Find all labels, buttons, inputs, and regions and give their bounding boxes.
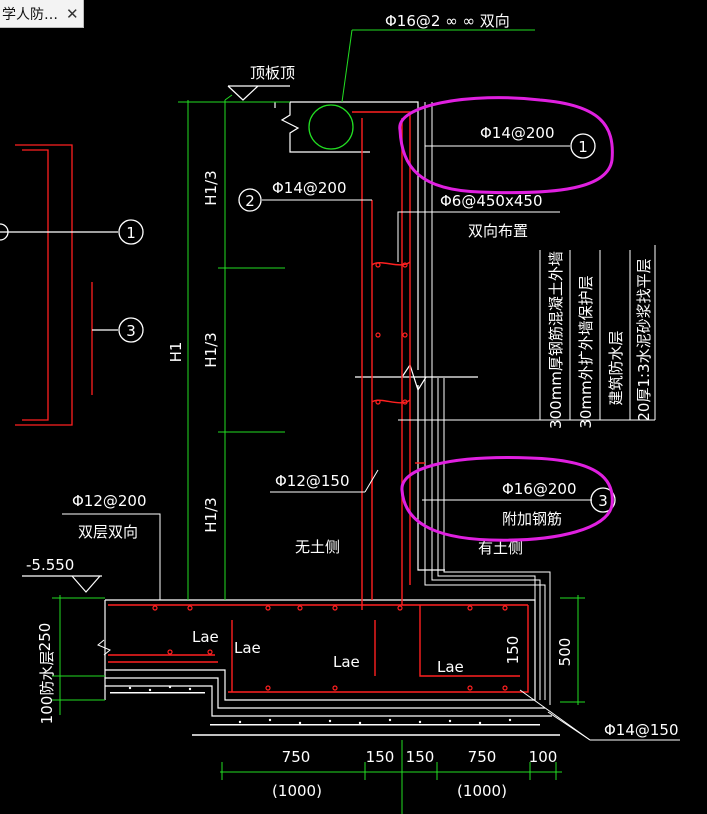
dim-H1-third-top: H1/3 [202, 170, 220, 205]
base-slab-outline [104, 599, 560, 736]
anchorage-label-1: Lae [192, 628, 219, 646]
soil-side-label: 有土侧 [478, 539, 523, 557]
legend-item-2: 30mm外扩外墙保护层 [577, 275, 595, 428]
tie-leader [397, 211, 560, 262]
bottom-rebar-label: Φ12@200 [72, 492, 147, 510]
rebar-3-label: Φ16@200 [502, 480, 577, 498]
slab-elevation-symbol [227, 85, 290, 101]
highlight-marks [398, 96, 614, 542]
waterproof-layer-label: 防水层 [38, 650, 56, 695]
tie-rebar-label: Φ6@450x450 [440, 192, 543, 210]
anchorage-label-3: Lae [333, 653, 360, 671]
detail-callout-circle [308, 104, 354, 150]
layer-legend [398, 245, 656, 421]
elevation-label: -5.550 [26, 556, 74, 574]
dim-750-left: 750 [282, 748, 311, 766]
wall-inner-rebar-label: Φ12@150 [275, 472, 350, 490]
rebar-1-label: Φ14@200 [480, 124, 555, 142]
dim-750-right: 750 [468, 748, 497, 766]
dim-150-a: 150 [366, 748, 395, 766]
dim-1000-right: (1000) [457, 782, 507, 800]
marker-3-circle [590, 487, 616, 513]
tie-note: 双向布置 [468, 222, 528, 240]
marker-3-label: 3 [598, 492, 608, 510]
marker-1-label: 1 [578, 138, 588, 156]
left-marker-1-circle [118, 219, 144, 245]
dim-1000-left: (1000) [272, 782, 322, 800]
legend-item-3: 建筑防水层 [607, 330, 625, 405]
no-soil-side-label: 无土侧 [295, 538, 340, 556]
base-rebar-label: Φ14@150 [604, 721, 679, 739]
dim-250: 250 [36, 623, 54, 652]
legend-item-4: 20厚1:3水泥砂浆找平层 [635, 258, 653, 421]
dimension-lines [52, 29, 585, 814]
elevation-symbol [22, 575, 102, 593]
marker-1-circle [570, 133, 596, 159]
left-partial-detail [0, 144, 118, 426]
additional-bars-label: 附加钢筋 [502, 510, 562, 528]
left-marker-3-label: 3 [126, 322, 136, 340]
marker-2-circle [238, 188, 262, 212]
dim-100-right: 100 [529, 748, 558, 766]
dim-150-b: 150 [406, 748, 435, 766]
dim-100: 100 [38, 696, 56, 725]
wall-outline [274, 101, 478, 571]
top-leader-text: Φ16@2 ∞ ∞ 双向 [385, 12, 510, 30]
close-icon[interactable]: ✕ [66, 4, 79, 23]
tab-title: 学人防… [2, 6, 58, 23]
legend-item-1: 300mm厚钢筋混凝土外墙 [547, 251, 565, 429]
anchorage-label-2: Lae [234, 639, 261, 657]
dim-H1: H1 [167, 342, 185, 363]
anchorage-label-4: Lae [437, 658, 464, 676]
rebar-2-label: Φ14@200 [272, 179, 347, 197]
dim-150-right: 150 [504, 636, 522, 665]
marker-2-label: 2 [245, 192, 255, 210]
top-slab-label: 顶板顶 [250, 64, 295, 82]
left-marker-1-label: 1 [126, 224, 136, 242]
bottom-rebar-leader [62, 513, 161, 600]
dim-H1-third-mid: H1/3 [202, 332, 220, 367]
bottom-note: 双层双向 [78, 523, 138, 541]
concrete-cushion [110, 685, 540, 726]
document-tab[interactable]: 学人防… ✕ [0, 0, 84, 28]
dim-H1-third-bottom: H1/3 [202, 497, 220, 532]
dim-500: 500 [556, 638, 574, 667]
rebar-dots [152, 262, 508, 691]
left-marker-3-circle [118, 317, 144, 343]
